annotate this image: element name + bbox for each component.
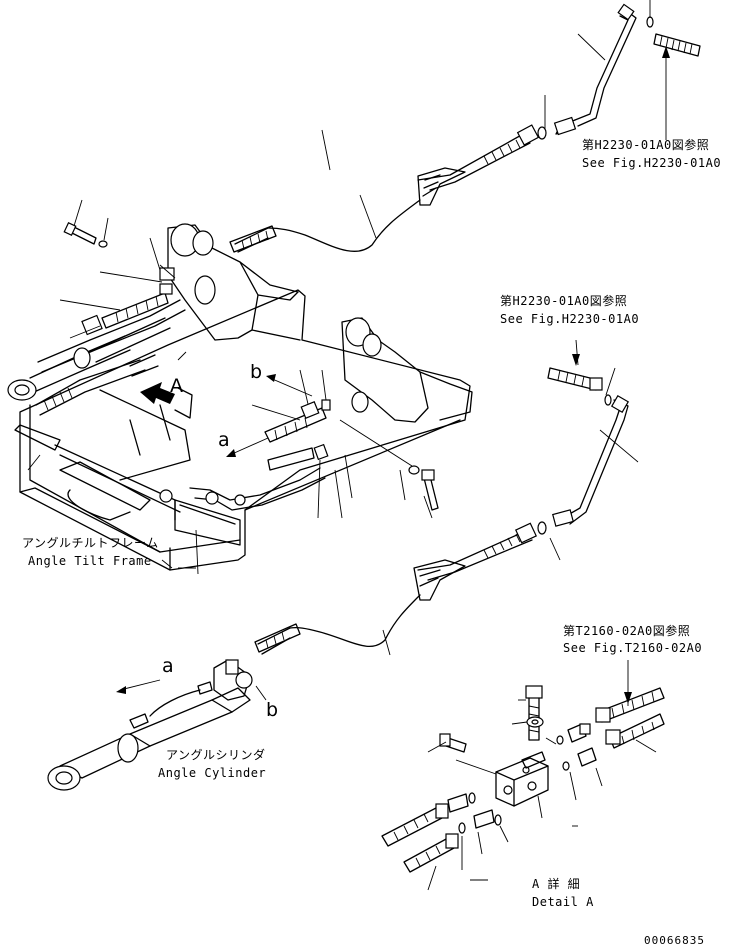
frame-hoses [35, 221, 439, 511]
leader-lines-frame [27, 199, 433, 575]
view-arrows-upper [226, 374, 313, 457]
view-letter-A: A [170, 375, 183, 397]
ref-label-lower-jp: 第T2160-02A0図参照 [563, 624, 691, 638]
view-letter-a-lower: a [162, 655, 174, 677]
view-arrows-lower [116, 679, 267, 701]
cylinder-label-jp: アングルシリンダ [166, 748, 266, 762]
leader-lines-middle [382, 339, 639, 656]
upper-cylinder [7, 317, 171, 401]
detail-label-jp: A 詳 細 [532, 877, 581, 891]
angle-cylinder [47, 659, 253, 791]
upper-tube-assembly [229, 3, 701, 253]
angle-tilt-frame [14, 223, 473, 571]
ref-label-middle-en: See Fig.H2230-01A0 [500, 312, 640, 326]
ref-label-middle-jp: 第H2230-01A0図参照 [500, 294, 628, 308]
leader-lines-detail [427, 660, 657, 891]
leader-lines-upper [321, 0, 670, 239]
ref-label-upper-jp: 第H2230-01A0図参照 [582, 138, 710, 152]
label-leaders [161, 559, 196, 569]
view-letter-b-lower: b [266, 699, 279, 721]
view-letter-a-upper: a [218, 429, 230, 451]
middle-tube-assembly [254, 367, 630, 655]
frame-label-jp: アングルチルトフレーム [22, 536, 159, 550]
detail-label-en: Detail A [532, 895, 594, 909]
frame-label-en: Angle Tilt Frame [28, 554, 152, 568]
ref-label-upper-en: See Fig.H2230-01A0 [582, 156, 722, 170]
cylinder-label-en: Angle Cylinder [158, 766, 267, 780]
ref-label-lower-en: See Fig.T2160-02A0 [563, 641, 703, 655]
drawing-number: 00066835 [644, 934, 705, 947]
view-letter-b-upper: b [250, 361, 263, 383]
detail-a-valve [381, 685, 665, 873]
